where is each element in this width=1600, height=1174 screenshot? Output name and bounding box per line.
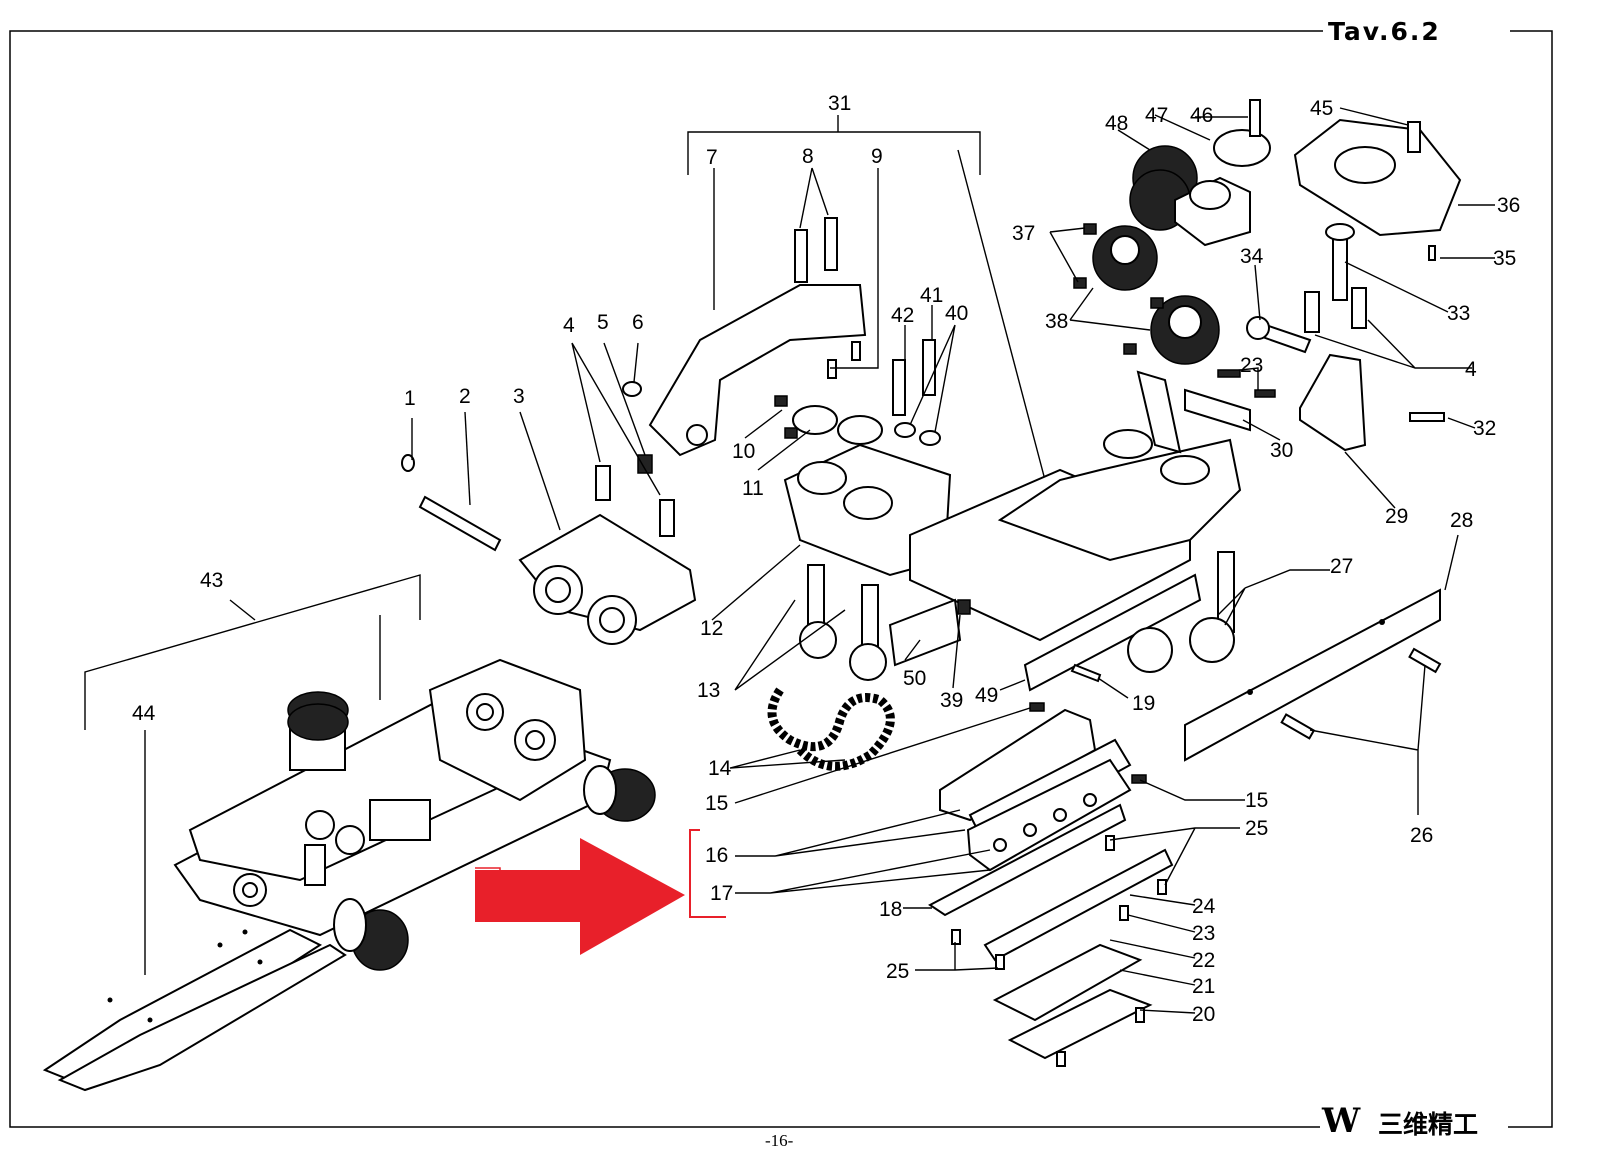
callout-19: 19 xyxy=(1132,692,1155,715)
callout-1: 1 xyxy=(404,387,416,410)
callout-14: 14 xyxy=(708,757,732,780)
callout-37: 37 xyxy=(1012,222,1035,245)
callout-9: 9 xyxy=(871,145,883,168)
callout-13: 13 xyxy=(697,679,720,702)
callout-34: 34 xyxy=(1240,245,1264,268)
callout-12: 12 xyxy=(700,617,723,640)
callout-29: 29 xyxy=(1385,505,1408,528)
callout-30: 30 xyxy=(1270,439,1293,462)
page-number: -16- xyxy=(765,1131,794,1150)
callout-8: 8 xyxy=(802,145,814,168)
gear-parts xyxy=(1073,99,1462,422)
logo-text: 三维精工 xyxy=(1378,1110,1478,1139)
callout-45: 45 xyxy=(1310,97,1333,120)
callout-16: 16 xyxy=(705,844,728,867)
callout-27: 27 xyxy=(1330,555,1353,578)
main-body-parts xyxy=(783,353,1442,762)
callout-38: 38 xyxy=(1045,310,1068,333)
callout-49: 49 xyxy=(975,684,998,707)
callout-32: 32 xyxy=(1473,417,1496,440)
callout-23: 23 xyxy=(1240,354,1263,377)
callout-35: 35 xyxy=(1493,247,1516,270)
callout-50: 50 xyxy=(903,667,926,690)
callout-31: 31 xyxy=(828,92,851,115)
highlight-arrow xyxy=(475,838,685,955)
callout-25: 25 xyxy=(886,960,909,983)
callout-43: 43 xyxy=(200,569,223,592)
callout-33: 33 xyxy=(1447,302,1470,325)
diagram-frame xyxy=(9,30,1553,1128)
callout-5: 5 xyxy=(597,311,609,334)
callout-46: 46 xyxy=(1190,104,1213,127)
callout-2: 2 xyxy=(459,385,471,408)
footer: W 三维精工 -16- xyxy=(765,1101,1478,1150)
pin-and-bracket-parts xyxy=(401,381,697,645)
callout-41: 41 xyxy=(920,284,943,307)
callout-36: 36 xyxy=(1497,194,1520,217)
callout-26: 26 xyxy=(1410,824,1433,847)
assembled-unit xyxy=(42,658,656,1092)
callout-28: 28 xyxy=(1450,509,1473,532)
callout-11: 11 xyxy=(742,477,764,500)
callout-22: 22 xyxy=(1192,949,1215,972)
callout-3: 3 xyxy=(513,385,525,408)
callout-18: 18 xyxy=(879,898,902,921)
callout-10: 10 xyxy=(732,440,755,463)
highlight-bracket xyxy=(689,829,726,918)
callout-39: 39 xyxy=(940,689,963,712)
callout-24: 24 xyxy=(1192,895,1216,918)
callout-4: 4 xyxy=(1465,358,1477,381)
callout-15: 15 xyxy=(1245,789,1268,812)
logo-mark: W xyxy=(1321,1101,1361,1141)
callout-25: 25 xyxy=(1245,817,1268,840)
upper-arm-parts xyxy=(648,217,941,457)
callout-7: 7 xyxy=(706,146,718,169)
callout-4: 4 xyxy=(563,314,575,337)
callout-23: 23 xyxy=(1192,922,1215,945)
callout-47: 47 xyxy=(1145,104,1168,127)
table-title: Tav.6.2 xyxy=(1328,17,1441,46)
callout-17: 17 xyxy=(710,882,733,905)
callout-6: 6 xyxy=(632,311,644,334)
callout-48: 48 xyxy=(1105,112,1128,135)
callout-21: 21 xyxy=(1192,975,1215,998)
callout-44: 44 xyxy=(132,702,156,725)
callout-15: 15 xyxy=(705,792,728,815)
callout-40: 40 xyxy=(945,302,968,325)
callout-42: 42 xyxy=(891,304,914,327)
chain-and-jaw-parts xyxy=(767,687,1174,1067)
callout-20: 20 xyxy=(1192,1003,1215,1026)
